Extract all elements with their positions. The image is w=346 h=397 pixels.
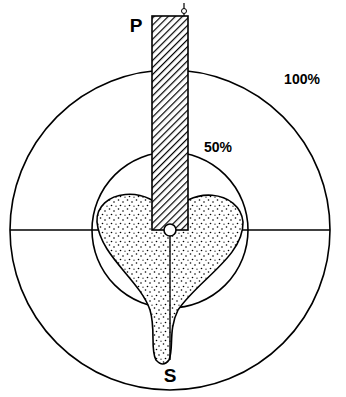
vertical-axis bbox=[169, 236, 170, 360]
center-point bbox=[164, 224, 176, 236]
point-label: P bbox=[128, 16, 145, 37]
percent-label: 50% bbox=[202, 140, 234, 155]
percent-label: 100% bbox=[282, 72, 322, 87]
probe-tip bbox=[182, 9, 187, 14]
point-label: S bbox=[162, 366, 179, 387]
hatched-bar bbox=[152, 16, 188, 230]
